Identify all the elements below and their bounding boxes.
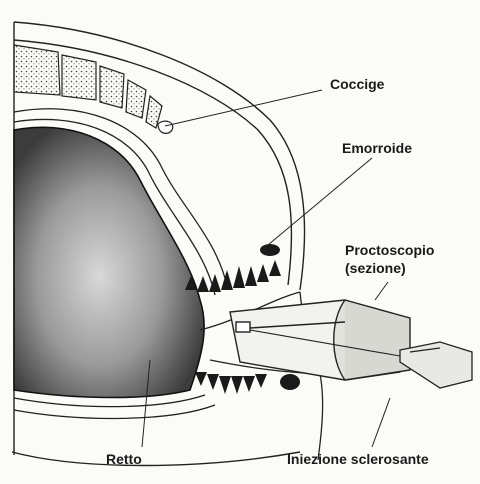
hemorrhoid-folds-upper	[185, 244, 281, 292]
label-proctoscopio-line1: Proctoscopio	[345, 242, 434, 259]
label-proctoscopio-line2: (sezione)	[345, 260, 406, 277]
label-retto: Retto	[106, 451, 142, 468]
hemorrhoid-folds-lower	[195, 372, 300, 394]
rectum	[14, 127, 204, 397]
label-emorroide: Emorroide	[342, 140, 412, 157]
label-iniezione-sclerosante: Iniezione sclerosante	[287, 451, 429, 468]
label-coccige: Coccige	[330, 76, 384, 93]
